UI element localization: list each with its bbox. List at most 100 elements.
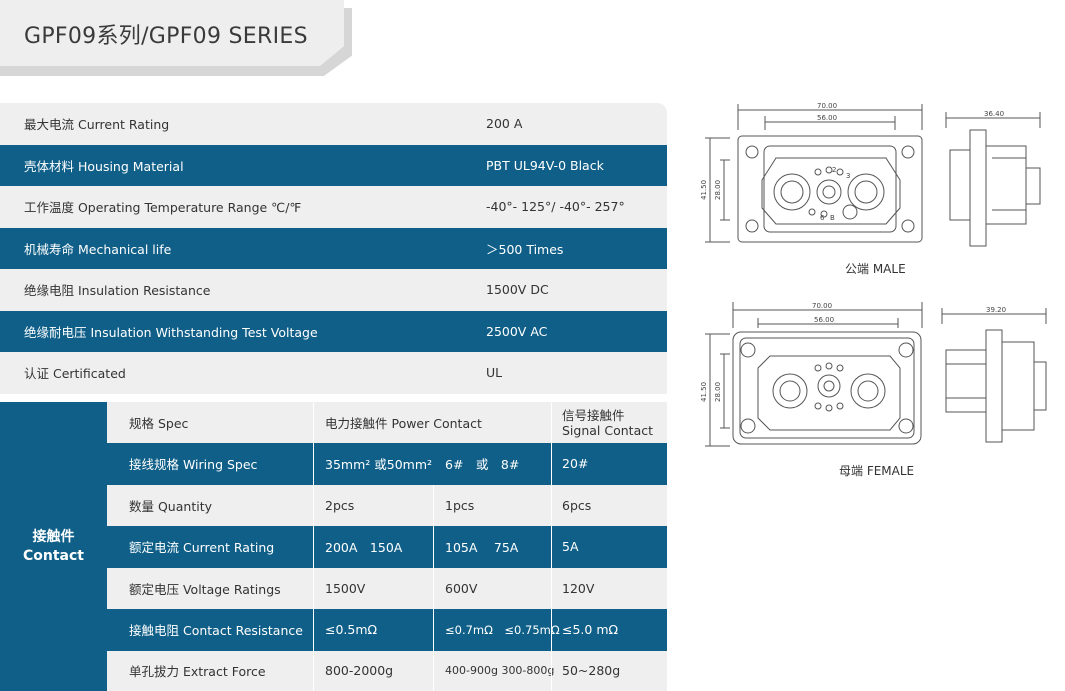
cell-power-a: 2pcs xyxy=(325,497,355,513)
spec-label: 最大电流 Current Rating xyxy=(24,117,170,133)
contact-row-wiring-spec: 接线规格 Wiring Spec 35mm² 或50mm² 6# 或 8# 20… xyxy=(107,443,667,485)
spec-value: -40°- 125°/ -40°- 257° xyxy=(486,199,625,215)
spec-label: 绝缘电阻 Insulation Resistance xyxy=(24,283,211,299)
column-divider xyxy=(433,567,434,609)
spec-label: 工作温度 Operating Temperature Range ℃/℉ xyxy=(24,200,302,216)
contact-row-current-rating: 额定电流 Current Rating 200A 150A 105A 75A 5… xyxy=(107,526,667,568)
cell-power-b: 1pcs xyxy=(445,497,475,513)
cell-signal: 5A xyxy=(562,539,579,555)
female-dim-width-outer: 70.00 xyxy=(812,302,832,310)
column-divider xyxy=(551,484,552,526)
contact-row-extract-force: 单孔拔力 Extract Force 800-2000g 400-900g 30… xyxy=(107,650,667,691)
contact-row-voltage: 额定电压 Voltage Ratings 1500V 600V 120V xyxy=(107,567,667,609)
cell-power-b: ≤0.7mΩ ≤0.75mΩ xyxy=(445,622,560,637)
column-divider xyxy=(313,567,314,609)
column-divider xyxy=(433,526,434,568)
column-divider xyxy=(313,402,314,443)
female-caption: 母端 FEMALE xyxy=(839,464,915,478)
spec-label: 认证 Certificated xyxy=(24,366,126,382)
spec-row-current-rating: 最大电流 Current Rating 200 A xyxy=(0,103,667,145)
cell-power-a: 35mm² 或50mm² xyxy=(325,457,433,473)
pin-label: B xyxy=(830,214,835,222)
page-title: GPF09系列/GPF09 SERIES xyxy=(24,24,308,49)
column-divider xyxy=(551,526,552,568)
male-dim-width-inner: 56.00 xyxy=(817,114,837,122)
pin-label: 3 xyxy=(846,172,850,180)
row-label: 接触电阻 Contact Resistance xyxy=(129,623,303,639)
spec-label: 绝缘耐电压 Insulation Withstanding Test Volta… xyxy=(24,324,318,340)
spec-row-insulation-resistance: 绝缘电阻 Insulation Resistance 1500V DC xyxy=(0,269,667,311)
female-side-drawing: 39.20 xyxy=(941,306,1047,443)
male-dim-height-outer: 41.50 xyxy=(700,180,708,200)
cell-power-b: 400-900g 300-800g xyxy=(445,664,555,678)
column-divider xyxy=(313,526,314,568)
cell-signal: 50~280g xyxy=(562,663,621,679)
column-divider xyxy=(433,650,434,691)
cell-power-a: 800-2000g xyxy=(325,663,394,679)
contact-table: 接触件 Contact 规格 Spec 电力接触件 Power Contact … xyxy=(0,402,667,691)
male-dim-width-outer: 70.00 xyxy=(817,102,837,110)
contact-side-header: 接触件 Contact xyxy=(0,402,107,691)
spec-value: 1500V DC xyxy=(486,282,549,298)
spec-value: PBT UL94V-0 Black xyxy=(486,157,604,173)
cell-signal: ≤5.0 mΩ xyxy=(562,622,619,638)
spec-value: 200 A xyxy=(486,116,523,132)
row-label: 数量 Quantity xyxy=(129,498,212,514)
female-dim-width-inner: 56.00 xyxy=(814,316,834,324)
column-divider xyxy=(313,609,314,651)
spec-value: UL xyxy=(486,365,503,381)
column-divider xyxy=(313,650,314,691)
spec-row-withstanding-voltage: 绝缘耐电压 Insulation Withstanding Test Volta… xyxy=(0,310,667,352)
female-dim-depth: 39.20 xyxy=(986,306,1006,314)
spec-label: 机械寿命 Mechanical life xyxy=(24,241,172,257)
cell-signal: 20# xyxy=(562,456,589,472)
pin-label: 2 xyxy=(832,166,836,174)
contact-header-row: 规格 Spec 电力接触件 Power Contact 信号接触件 Signal… xyxy=(107,402,667,443)
header-signal-en: Signal Contact xyxy=(562,422,654,438)
column-divider xyxy=(551,443,552,485)
column-divider xyxy=(551,609,552,651)
row-label: 额定电压 Voltage Ratings xyxy=(129,581,281,597)
contact-row-quantity: 数量 Quantity 2pcs 1pcs 6pcs xyxy=(107,484,667,526)
cell-power-b: 600V xyxy=(445,580,478,596)
row-label: 单孔拔力 Extract Force xyxy=(129,664,266,680)
pin-label: 6 xyxy=(820,214,825,222)
female-front-drawing: 70.00 56.00 41.50 28.00 xyxy=(700,302,923,447)
header-power-contact: 电力接触件 Power Contact xyxy=(325,416,482,431)
row-label: 额定电流 Current Rating xyxy=(129,540,275,556)
spec-value: ＞500 Times xyxy=(486,241,564,257)
header-signal-cn: 信号接触件 xyxy=(562,407,625,423)
female-dim-height-outer: 41.50 xyxy=(700,382,708,402)
spec-table: 最大电流 Current Rating 200 A 壳体材料 Housing M… xyxy=(0,103,667,394)
column-divider xyxy=(551,402,552,443)
male-side-drawing: 36.40 xyxy=(945,110,1041,247)
contact-side-cn: 接触件 xyxy=(32,528,75,545)
male-caption: 公端 MALE xyxy=(845,262,906,276)
cell-power-b: 6# 或 8# xyxy=(445,457,520,473)
spec-row-mechanical-life: 机械寿命 Mechanical life ＞500 Times xyxy=(0,227,667,269)
cell-signal: 6pcs xyxy=(562,497,592,513)
header-signal-contact: 信号接触件 Signal Contact xyxy=(562,402,653,443)
title-banner xyxy=(0,0,344,66)
spec-value: 2500V AC xyxy=(486,323,548,339)
male-dim-height-inner: 28.00 xyxy=(714,180,722,200)
row-label: 接线规格 Wiring Spec xyxy=(129,457,258,473)
spec-row-temperature: 工作温度 Operating Temperature Range ℃/℉ -40… xyxy=(0,186,667,228)
cell-power-a: 1500V xyxy=(325,580,366,596)
column-divider xyxy=(433,609,434,651)
spec-label: 壳体材料 Housing Material xyxy=(24,158,184,174)
cell-power-a: 200A 150A xyxy=(325,540,403,556)
spec-row-certificated: 认证 Certificated UL xyxy=(0,352,667,394)
female-dim-height-inner: 28.00 xyxy=(714,382,722,402)
column-divider xyxy=(551,567,552,609)
contact-row-contact-resistance: 接触电阻 Contact Resistance ≤0.5mΩ ≤0.7mΩ ≤0… xyxy=(107,609,667,651)
male-front-drawing: 70.00 56.00 41.50 28.00 2 3 6 B xyxy=(700,102,923,243)
cell-power-b: 105A 75A xyxy=(445,540,519,556)
cell-signal: 120V xyxy=(562,580,595,596)
header-spec: 规格 Spec xyxy=(129,416,189,431)
contact-side-en: Contact xyxy=(23,547,84,564)
cell-power-a: ≤0.5mΩ xyxy=(325,622,378,638)
spec-row-housing-material: 壳体材料 Housing Material PBT UL94V-0 Black xyxy=(0,144,667,186)
column-divider xyxy=(433,484,434,526)
male-dim-depth: 36.40 xyxy=(984,110,1004,118)
